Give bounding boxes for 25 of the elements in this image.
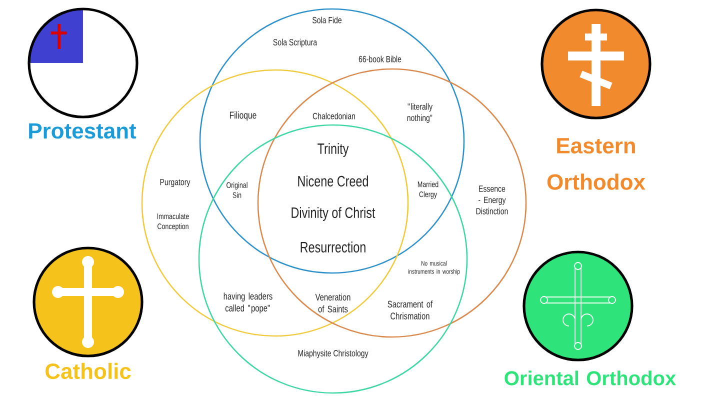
- region-label: Trinity: [318, 143, 349, 157]
- group-label: Eastern Orthodox: [547, 138, 646, 190]
- venn-circle: [199, 8, 465, 274]
- region-label: Sola Fide: [312, 16, 342, 24]
- region-label: Chalcedonian: [312, 112, 355, 120]
- region-label: Resurrection: [300, 241, 366, 252]
- group-label: Catholic: [46, 362, 131, 380]
- region-label: Essence - Energy Distinction: [476, 186, 508, 214]
- region-label: Purgatory: [160, 178, 190, 188]
- region-label: Filioque: [230, 111, 256, 121]
- region-label: having leaders called "pope": [224, 292, 272, 314]
- region-label: Sola Scriptura: [273, 38, 318, 48]
- region-label: Divinity of Christ: [292, 207, 376, 221]
- group-label: Oriental Orthodox: [504, 370, 676, 386]
- region-label: Married Clergy: [418, 181, 438, 199]
- group-label: Protestant: [29, 123, 136, 139]
- region-label: Immaculate Conception: [157, 213, 189, 231]
- region-label: Veneration of Saints: [315, 294, 350, 312]
- region-label: Nicene Creed: [298, 175, 368, 186]
- region-label: 66-book Bible: [358, 56, 402, 62]
- region-label: Miaphysite Christology: [298, 350, 368, 358]
- region-label: Sacrament of Chrismation: [388, 300, 433, 320]
- region-label: "literally nothing": [407, 103, 432, 123]
- region-label: Original Sin: [226, 182, 248, 198]
- venn-circle: [198, 124, 468, 394]
